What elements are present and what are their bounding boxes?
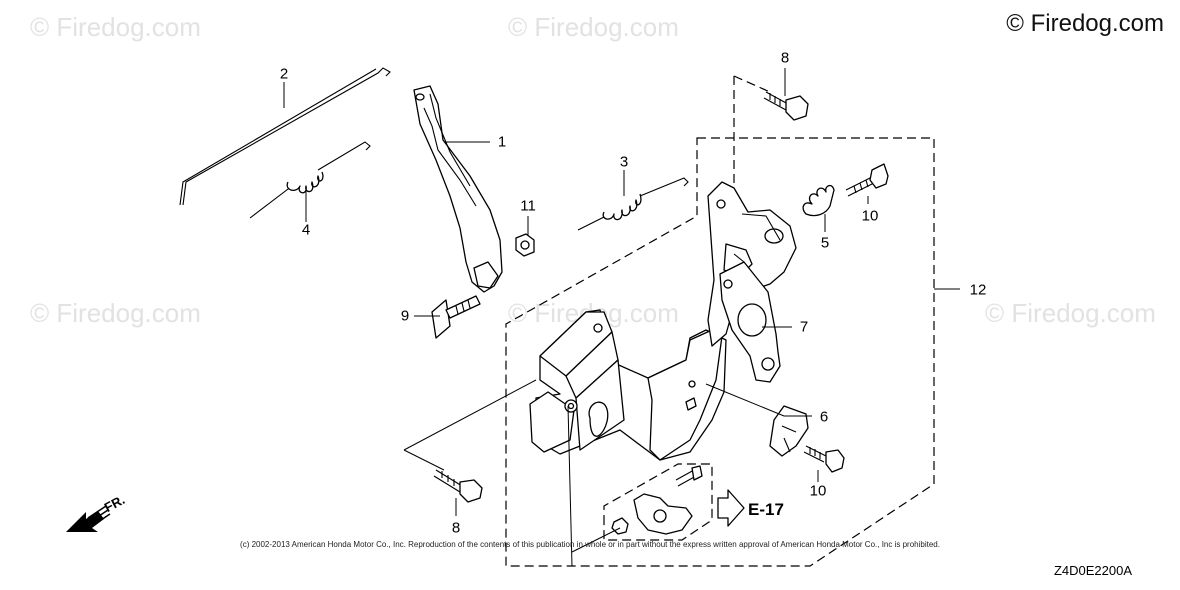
watermark-top-center: © Firedog.com [508, 12, 679, 42]
part-10-bolt-bottom [803, 445, 845, 473]
watermark-top-left: © Firedog.com [30, 12, 201, 42]
diagram-code: Z4D0E2200A [1053, 563, 1132, 578]
leader-lines [283, 68, 960, 567]
part-7-lever-plate [719, 261, 781, 383]
part-2-rod [179, 67, 391, 206]
callout-10-top: 10 [861, 207, 879, 225]
part-10-bolt-top [845, 163, 889, 197]
part-5-spring [802, 184, 835, 217]
callout-3: 3 [619, 153, 629, 171]
callout-5: 5 [820, 234, 830, 252]
callout-6: 6 [819, 408, 829, 426]
part-8-bolt-top [763, 91, 809, 121]
reference-e17[interactable]: E-17 [748, 500, 784, 519]
control-base-bracket [529, 309, 727, 461]
callout-2: 2 [279, 65, 289, 83]
legal-notice: (c) 2002-2013 American Honda Motor Co., … [240, 540, 940, 549]
sub-assembly-box [603, 463, 713, 541]
callout-4: 4 [301, 221, 311, 239]
part-9-bolt [431, 295, 481, 339]
watermark-mid-right: © Firedog.com [985, 298, 1156, 328]
copyright-notice: © Firedog.com [1006, 10, 1164, 37]
callout-8-top: 8 [780, 49, 790, 67]
callout-11: 11 [520, 197, 536, 215]
callout-8-bottom: 8 [451, 519, 461, 537]
callout-9: 9 [400, 307, 410, 325]
watermark-mid-left: © Firedog.com [30, 298, 201, 328]
part-12-assembly-outline [505, 75, 935, 567]
part-6-clip [769, 405, 809, 457]
reference-arrow [717, 489, 745, 527]
callout-7: 7 [799, 318, 809, 336]
callout-12: 12 [969, 281, 987, 299]
callout-10-bottom: 10 [809, 482, 827, 500]
callout-1: 1 [497, 133, 507, 151]
part-3-spring [577, 177, 689, 231]
part-4-spring [249, 141, 371, 219]
front-direction-arrow [66, 505, 111, 532]
part-8-bolt-bottom [433, 469, 483, 503]
part-11-nut [515, 233, 535, 257]
part-1-governor-arm [413, 85, 503, 293]
